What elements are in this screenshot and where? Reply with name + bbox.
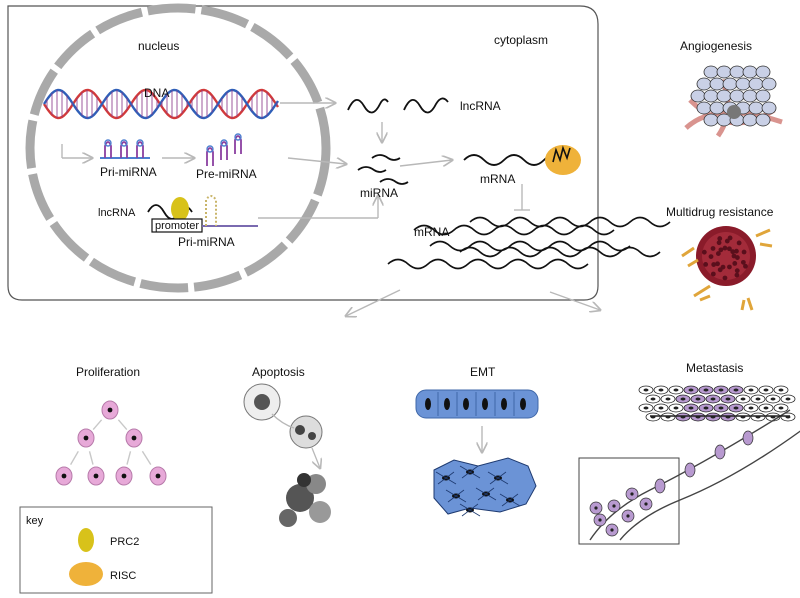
dna-label: DNA xyxy=(144,86,169,100)
key-box xyxy=(19,506,213,594)
emt-mesenchymal-cells xyxy=(433,457,537,517)
pri-mirna-2-label: Pri-miRNA xyxy=(178,235,235,249)
proliferation-tree xyxy=(55,400,167,486)
apoptosis-title: Apoptosis xyxy=(252,365,305,379)
metastasis-tissue-icon xyxy=(638,385,796,422)
lncrna-nucleus-label: lncRNA xyxy=(98,207,136,219)
nucleus-label: nucleus xyxy=(138,39,179,53)
prc2-key-label: PRC2 xyxy=(110,536,139,548)
key-title: key xyxy=(26,515,44,527)
pathway-arrows xyxy=(61,103,600,452)
metastasis-vessel-inset xyxy=(578,409,800,545)
risc-key-icon xyxy=(69,562,103,586)
lncrna-cytoplasm-label: lncRNA xyxy=(460,99,501,113)
pri-mirna-label: Pri-miRNA xyxy=(100,165,157,179)
angiogenesis-title: Angiogenesis xyxy=(680,39,752,53)
pri-mirna-hairpins xyxy=(100,139,150,159)
angiogenesis-tumor-icon xyxy=(684,65,783,138)
promoter-label: promoter xyxy=(155,220,199,232)
cytoplasm-label: cytoplasm xyxy=(494,33,548,47)
mirna-label: miRNA xyxy=(360,186,398,200)
dna-helix xyxy=(43,88,279,120)
pre-mirna-hairpins xyxy=(206,133,242,166)
risc-key-label: RISC xyxy=(110,570,136,582)
proliferation-title: Proliferation xyxy=(76,365,140,379)
mrna-bottom-label: mRNA xyxy=(414,225,449,239)
cytoplasm-lncrna-curves xyxy=(347,97,449,114)
lncrna-promoter-group xyxy=(147,195,258,233)
emt-epithelial-row xyxy=(415,389,539,419)
apoptosis-cells-icon xyxy=(243,383,331,527)
risc-complex-icon xyxy=(545,145,581,175)
metastasis-title: Metastasis xyxy=(686,361,743,375)
emt-title: EMT xyxy=(470,365,496,379)
mirna-fragments xyxy=(357,154,409,185)
multidrug-title: Multidrug resistance xyxy=(666,205,774,219)
cytoplasm-boundary xyxy=(7,5,599,301)
multidrug-cell-icon xyxy=(681,226,773,311)
nucleus-envelope xyxy=(25,3,331,293)
prc2-protein-icon xyxy=(171,197,189,221)
prc2-key-icon xyxy=(78,528,94,552)
mrna-strands xyxy=(387,216,671,270)
mrna-with-risc xyxy=(463,145,581,175)
pre-mirna-label: Pre-miRNA xyxy=(196,167,257,181)
mrna-top-label: mRNA xyxy=(480,172,515,186)
